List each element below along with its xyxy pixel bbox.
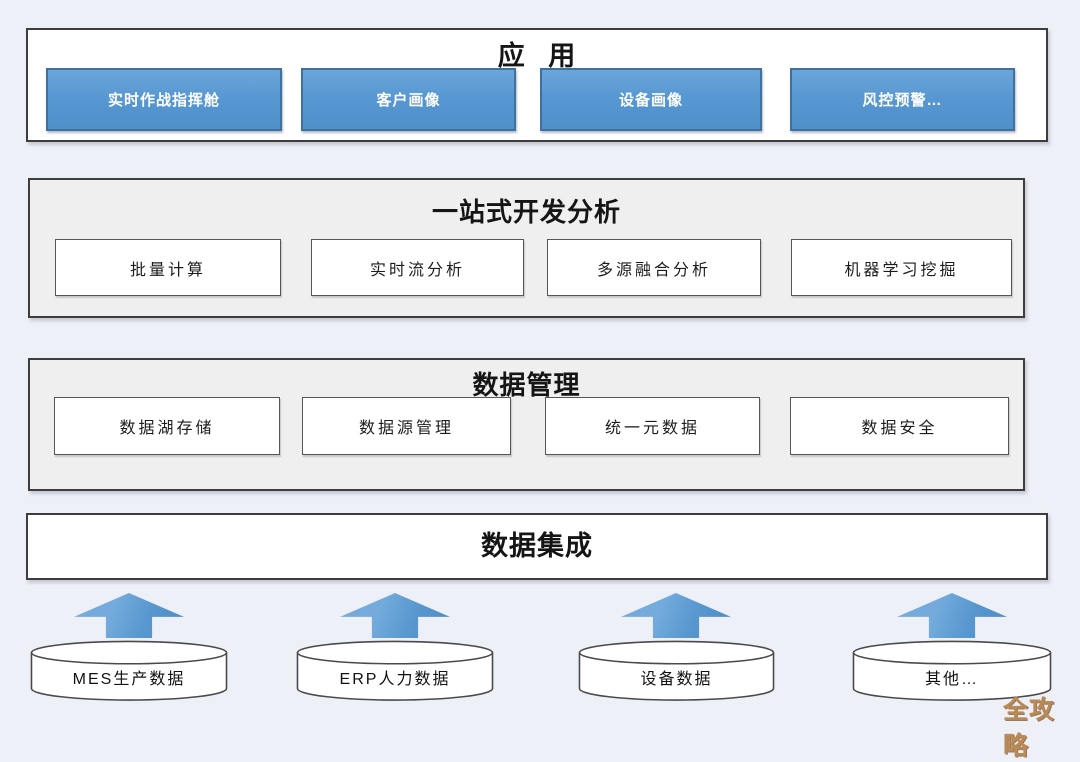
layer-application: 应 用 实时作战指挥舱 客户画像 设备画像 风控预警… [26, 28, 1048, 142]
layer-data-integration: 数据集成 [26, 513, 1048, 580]
layer-analytics: 一站式开发分析 批量计算 实时流分析 多源融合分析 机器学习挖掘 [28, 178, 1025, 318]
up-arrow-icon [340, 593, 450, 638]
node-realtime-command-cockpit: 实时作战指挥舱 [46, 68, 282, 131]
up-arrow-icon [74, 593, 184, 638]
node-device-profile: 设备画像 [540, 68, 762, 131]
datasource-cylinder-device: 设备数据 [578, 640, 775, 702]
node-data-source-management: 数据源管理 [302, 397, 511, 455]
node-customer-profile: 客户画像 [301, 68, 516, 131]
node-data-security: 数据安全 [790, 397, 1009, 455]
layer-data-management-title: 数据管理 [472, 370, 581, 400]
node-unified-metadata: 统一元数据 [545, 397, 760, 455]
node-multisource-fusion-analysis: 多源融合分析 [547, 239, 761, 296]
node-machine-learning-mining: 机器学习挖掘 [791, 239, 1012, 296]
node-data-lake-storage: 数据湖存储 [54, 397, 280, 455]
database-cylinder-icon [296, 640, 494, 701]
datasource-cylinder-erp: ERP人力数据 [296, 640, 494, 702]
layer-application-title: 应 用 [497, 41, 577, 71]
datasource-cylinder-other: 其他… [852, 640, 1052, 702]
node-batch-computing: 批量计算 [55, 239, 281, 296]
node-risk-warning: 风控预警… [790, 68, 1015, 131]
watermark-text: 全攻略 [1003, 696, 1056, 760]
layer-analytics-title: 一站式开发分析 [431, 197, 621, 227]
datasource-cylinder-mes: MES生产数据 [30, 640, 228, 702]
datasource-label: MES生产数据 [72, 671, 186, 688]
datasource-label: 设备数据 [640, 671, 713, 688]
up-arrow-icon [621, 593, 731, 638]
datasource-label: ERP人力数据 [339, 671, 451, 688]
database-cylinder-icon [578, 640, 775, 701]
up-arrow-icon [897, 593, 1007, 638]
node-realtime-stream-analysis: 实时流分析 [311, 239, 524, 296]
database-cylinder-icon [852, 640, 1052, 701]
layer-data-integration-title: 数据集成 [481, 531, 593, 561]
datasource-label: 其他… [924, 671, 979, 688]
database-cylinder-icon [30, 640, 228, 701]
architecture-diagram: 应 用 实时作战指挥舱 客户画像 设备画像 风控预警… 一站式开发分析 批量计算… [26, 28, 1054, 760]
layer-data-management: 数据管理 数据湖存储 数据源管理 统一元数据 数据安全 [28, 358, 1025, 491]
